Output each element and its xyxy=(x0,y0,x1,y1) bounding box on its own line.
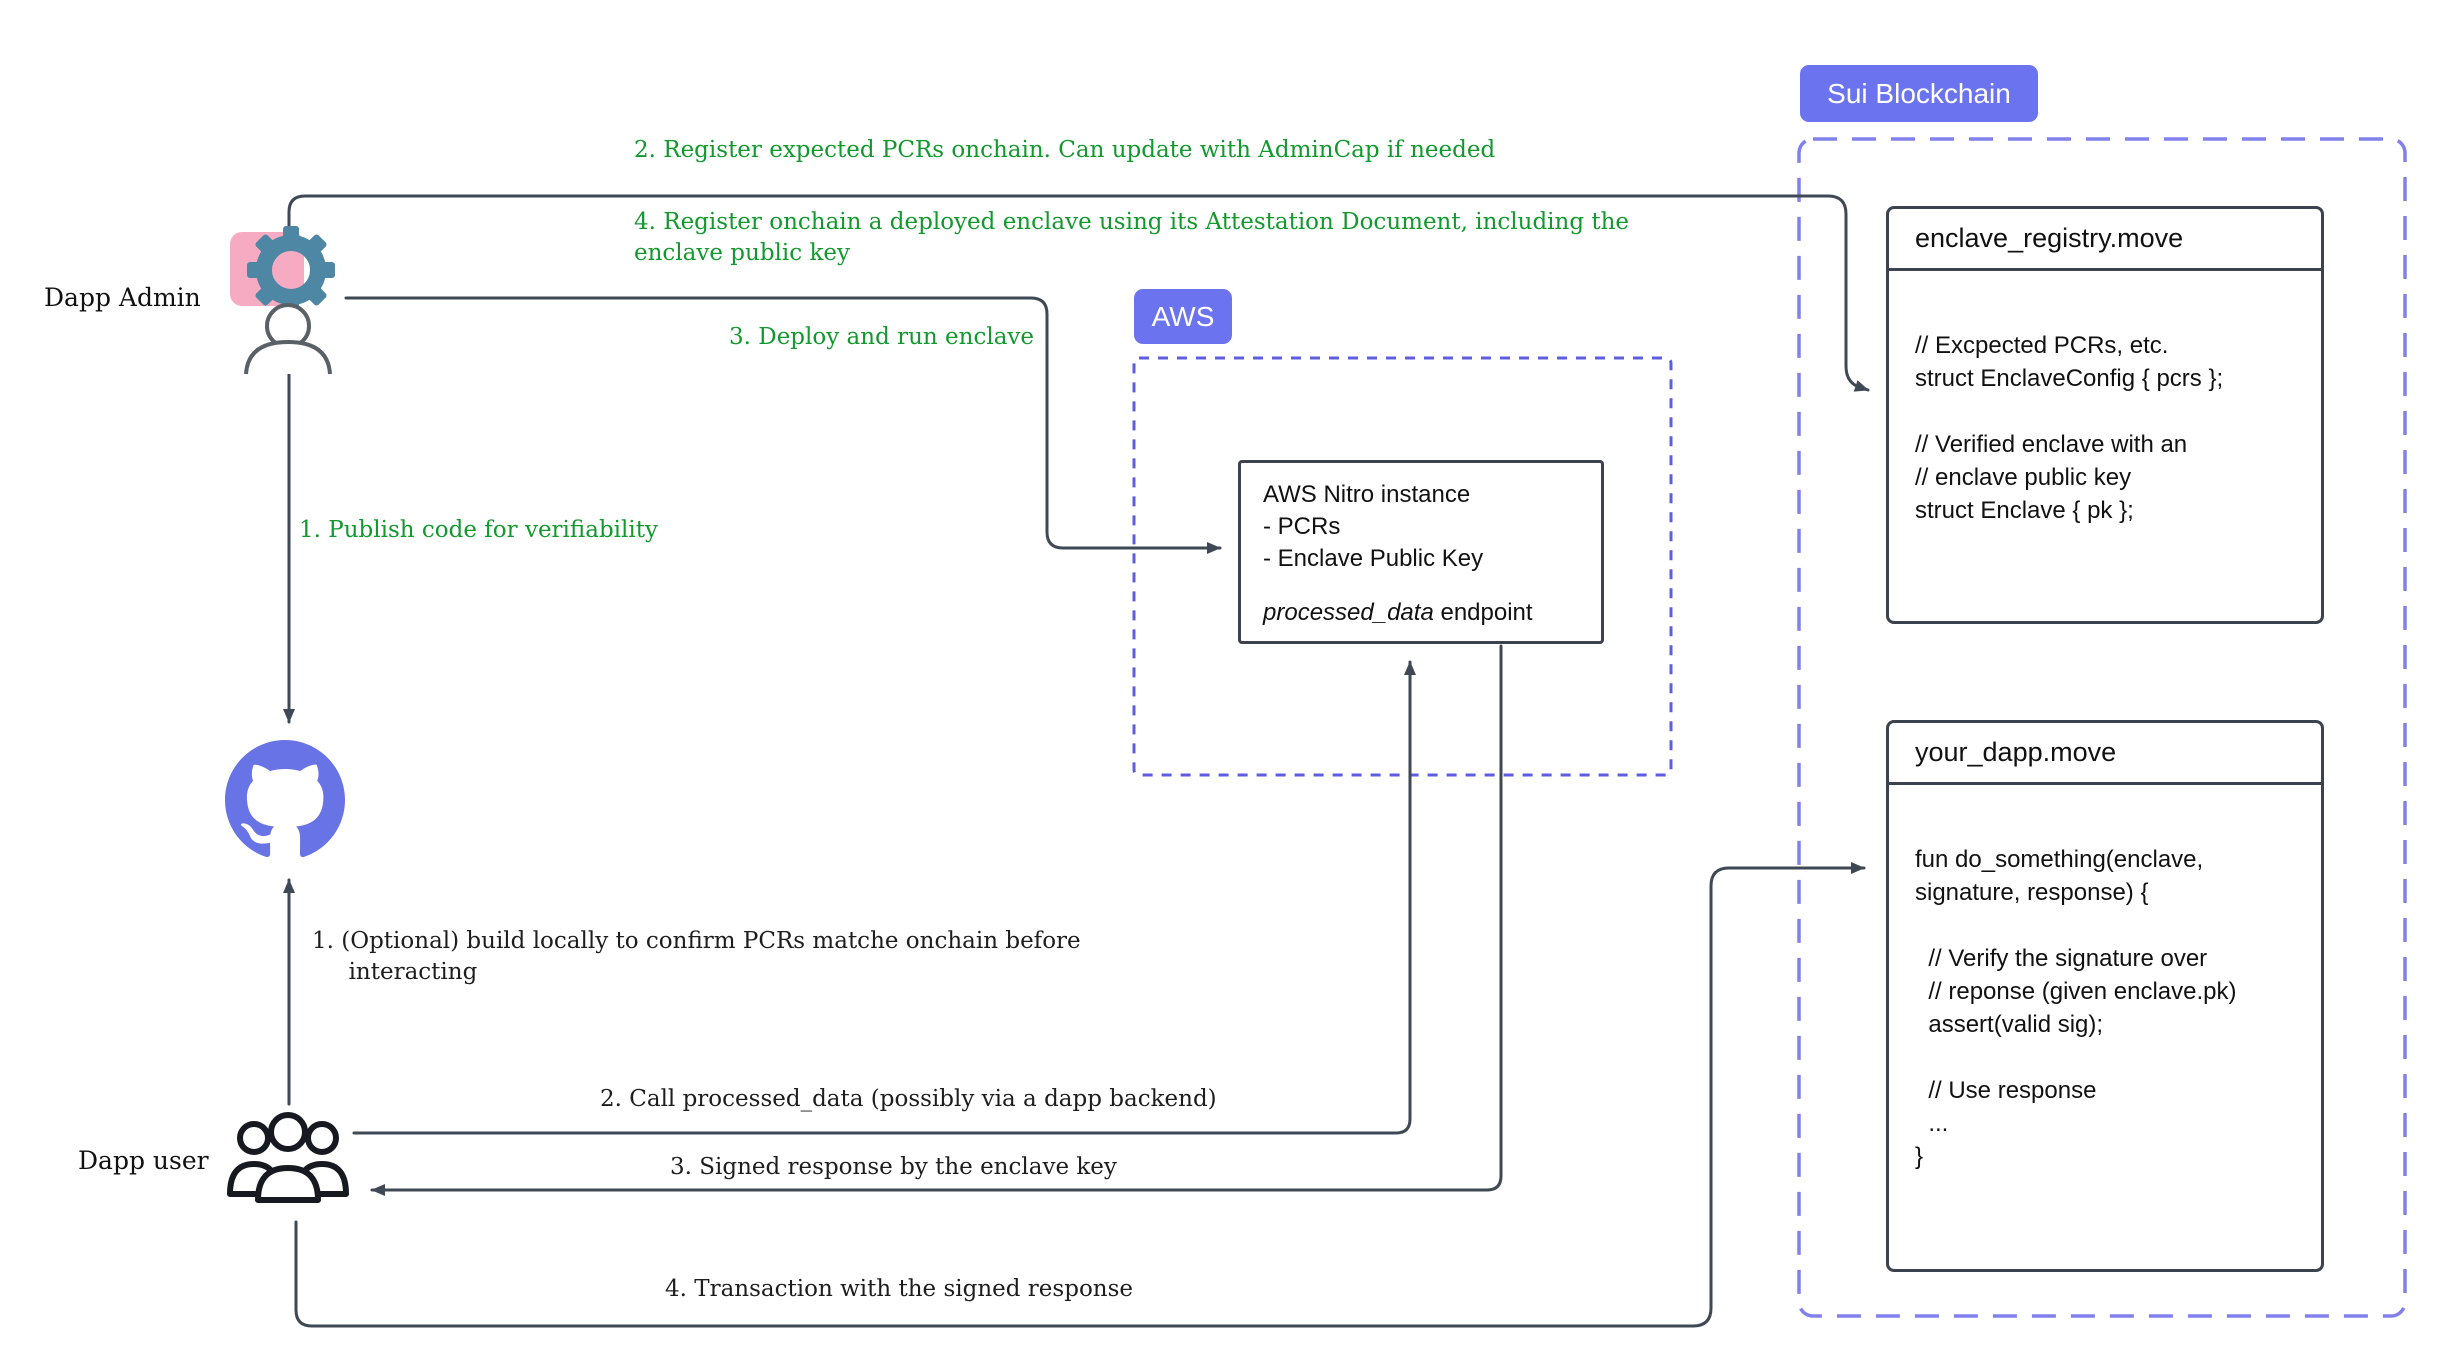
annotation-deploy-enclave: 3. Deploy and run enclave xyxy=(729,324,1035,350)
users-group-icon xyxy=(227,1112,349,1203)
dapp-admin-label: Dapp Admin xyxy=(44,283,201,312)
person-icon xyxy=(244,303,332,375)
annotation-register-enclave: 4. Register onchain a deployed enclave u… xyxy=(634,209,1630,266)
nitro-instance-lines: AWS Nitro instance - PCRs - Enclave Publ… xyxy=(1263,481,1484,572)
enclave-registry-box: enclave_registry.move // Excpected PCRs,… xyxy=(1886,206,2324,624)
aws-badge: AWS xyxy=(1134,289,1232,344)
sui-blockchain-badge-label: Sui Blockchain xyxy=(1827,77,2011,109)
arrow-admin-deploy-enclave xyxy=(344,296,1222,554)
arrow-nitro-signed-response xyxy=(370,644,1503,1196)
nitro-instance-box: AWS Nitro instance - PCRs - Enclave Publ… xyxy=(1238,460,1604,644)
annotation-build-locally: 1. (Optional) build locally to confirm P… xyxy=(312,928,1081,985)
nitro-endpoint-name: processed_data xyxy=(1263,599,1434,626)
annotation-call-processed-data: 2. Call processed_data (possibly via a d… xyxy=(600,1086,1217,1112)
sui-blockchain-badge: Sui Blockchain xyxy=(1800,65,2038,122)
nitro-endpoint-suffix: endpoint xyxy=(1433,599,1533,626)
arrow-user-call-processed-data xyxy=(352,660,1416,1135)
annotation-publish-code: 1. Publish code for verifiability xyxy=(299,517,658,543)
aws-badge-label: AWS xyxy=(1151,300,1215,332)
enclave-registry-code: // Excpected PCRs, etc. struct EnclaveCo… xyxy=(1915,332,2224,524)
enclave-registry-title: enclave_registry.move xyxy=(1889,209,2321,271)
arrow-admin-register-pcrs xyxy=(287,194,1870,392)
nitro-endpoint-line: processed_data endpoint xyxy=(1263,599,1533,627)
your-dapp-title: your_dapp.move xyxy=(1889,723,2321,785)
sui-blockchain-boundary xyxy=(1797,137,2407,1318)
github-icon xyxy=(225,740,345,858)
annotation-transaction: 4. Transaction with the signed response xyxy=(665,1276,1134,1302)
arrow-user-transaction xyxy=(294,862,1866,1328)
your-dapp-box: your_dapp.move fun do_something(enclave,… xyxy=(1886,720,2324,1272)
dapp-user-label: Dapp user xyxy=(78,1146,209,1175)
dapp-admin-icon xyxy=(230,226,335,375)
annotation-register-pcrs: 2. Register expected PCRs onchain. Can u… xyxy=(634,137,1496,163)
your-dapp-code: fun do_something(enclave, signature, res… xyxy=(1915,846,2237,1170)
annotation-signed-response: 3. Signed response by the enclave key xyxy=(670,1154,1117,1180)
